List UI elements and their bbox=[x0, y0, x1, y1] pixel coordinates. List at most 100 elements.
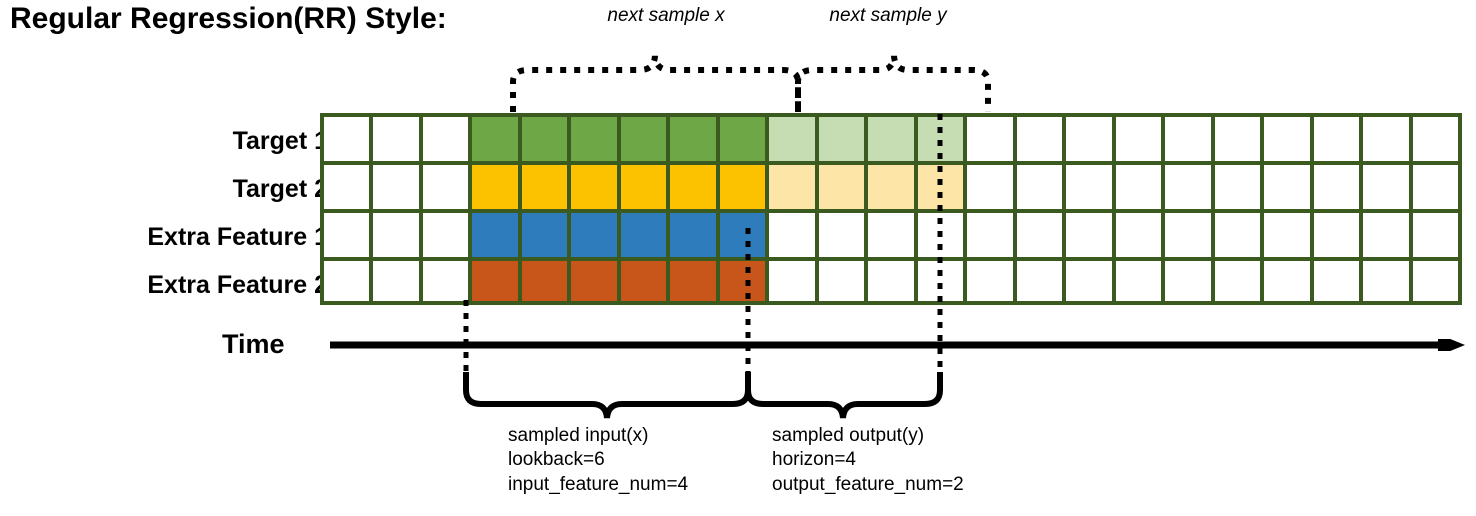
grid-cell-empty bbox=[1363, 261, 1409, 301]
grid-cell-empty bbox=[868, 261, 914, 301]
grid-cell-empty bbox=[324, 165, 370, 209]
grid-cell-empty bbox=[1066, 117, 1112, 161]
grid-cell-empty bbox=[373, 117, 419, 161]
grid-cell-input bbox=[571, 117, 617, 161]
grid-cell-empty bbox=[1165, 261, 1211, 301]
caption-input-line-1: sampled input(x) bbox=[508, 425, 649, 446]
grid-cell-empty bbox=[324, 213, 370, 257]
caption-sampled-output: sampled output(y) horizon=4 output_featu… bbox=[772, 424, 964, 497]
grid-cell-input bbox=[521, 213, 568, 257]
next-sample-y-label: next sample y bbox=[829, 5, 947, 26]
grid-cell-empty bbox=[422, 165, 469, 209]
grid-cell-empty bbox=[1412, 117, 1459, 161]
top-brace-next-sample-x bbox=[510, 55, 801, 112]
row-label-target-1: Target 1 bbox=[232, 127, 328, 155]
caption-output-line-3: output_feature_num=2 bbox=[772, 473, 964, 495]
grid-cell-empty bbox=[373, 213, 419, 257]
grid-cell-empty bbox=[373, 165, 419, 209]
timeseries-grid bbox=[320, 113, 1462, 305]
grid-cell-empty bbox=[1016, 117, 1063, 161]
grid-cell-empty bbox=[1412, 165, 1459, 209]
grid-row bbox=[320, 257, 1462, 305]
grid-cell-empty bbox=[1165, 117, 1211, 161]
grid-cell-input bbox=[571, 165, 617, 209]
grid-cell-empty bbox=[818, 213, 865, 257]
grid-cell-input bbox=[670, 261, 716, 301]
caption-sampled-input: sampled input(x) lookback=6 input_featur… bbox=[508, 424, 688, 497]
grid-row bbox=[320, 113, 1462, 161]
grid-cell-empty bbox=[1066, 261, 1112, 301]
grid-cell-output bbox=[769, 165, 815, 209]
bottom-brace-sampled-output bbox=[745, 372, 943, 419]
caption-input-line-3: input_feature_num=4 bbox=[508, 473, 689, 495]
grid-cell-empty bbox=[1066, 213, 1112, 257]
grid-cell-empty bbox=[1165, 213, 1211, 257]
grid-cell-empty bbox=[1363, 213, 1409, 257]
grid-cell-input bbox=[670, 165, 716, 209]
grid-cell-empty bbox=[1412, 261, 1459, 301]
grid-cell-input bbox=[670, 213, 716, 257]
grid-cell-empty bbox=[373, 261, 419, 301]
caption-output-line-1: sampled output(y) bbox=[772, 425, 925, 446]
grid-cell-input bbox=[719, 165, 766, 209]
grid-cell-input bbox=[472, 261, 518, 301]
grid-cell-empty bbox=[1115, 165, 1162, 209]
row-label-extra-feature-1: Extra Feature 1 bbox=[147, 223, 328, 251]
grid-cell-output bbox=[917, 117, 964, 161]
grid-cell-empty bbox=[769, 213, 815, 257]
grid-cell-input bbox=[620, 213, 667, 257]
grid-cell-empty bbox=[1016, 261, 1063, 301]
grid-cell-empty bbox=[967, 213, 1013, 257]
grid-cell-empty bbox=[1264, 213, 1310, 257]
grid-cell-empty bbox=[1115, 261, 1162, 301]
grid-cell-empty bbox=[1264, 117, 1310, 161]
grid-cell-empty bbox=[917, 213, 964, 257]
next-sample-x-label: next sample x bbox=[607, 5, 725, 26]
grid-cell-empty bbox=[422, 261, 469, 301]
grid-cell-input bbox=[719, 261, 766, 301]
grid-cell-input bbox=[620, 117, 667, 161]
grid-cell-empty bbox=[769, 261, 815, 301]
grid-cell-input bbox=[472, 117, 518, 161]
grid-cell-empty bbox=[967, 117, 1013, 161]
grid-cell-empty bbox=[1115, 213, 1162, 257]
grid-cell-input bbox=[521, 117, 568, 161]
grid-cell-empty bbox=[1264, 165, 1310, 209]
grid-cell-empty bbox=[422, 213, 469, 257]
grid-cell-empty bbox=[1313, 261, 1360, 301]
grid-cell-empty bbox=[818, 261, 865, 301]
grid-cell-input bbox=[472, 213, 518, 257]
grid-row bbox=[320, 161, 1462, 209]
page-title: Regular Regression(RR) Style: bbox=[10, 2, 447, 35]
grid-cell-empty bbox=[1313, 213, 1360, 257]
row-label-target-2: Target 2 bbox=[232, 175, 328, 203]
grid-cell-empty bbox=[868, 213, 914, 257]
grid-cell-empty bbox=[1412, 213, 1459, 257]
row-label-extra-feature-2: Extra Feature 2 bbox=[147, 271, 328, 299]
grid-cell-output bbox=[818, 165, 865, 209]
grid-cell-empty bbox=[1016, 213, 1063, 257]
grid-cell-input bbox=[571, 213, 617, 257]
grid-cell-empty bbox=[1214, 213, 1261, 257]
grid-cell-empty bbox=[967, 165, 1013, 209]
grid-cell-output bbox=[818, 117, 865, 161]
grid-cell-output bbox=[868, 117, 914, 161]
grid-cell-empty bbox=[1363, 165, 1409, 209]
grid-cell-empty bbox=[1115, 117, 1162, 161]
grid-cell-empty bbox=[917, 261, 964, 301]
grid-cell-output bbox=[868, 165, 914, 209]
grid-cell-empty bbox=[1214, 165, 1261, 209]
grid-cell-empty bbox=[1165, 165, 1211, 209]
grid-cell-empty bbox=[1016, 165, 1063, 209]
grid-cell-input bbox=[719, 117, 766, 161]
grid-cell-input bbox=[620, 165, 667, 209]
grid-row bbox=[320, 209, 1462, 257]
grid-cell-input bbox=[620, 261, 667, 301]
bottom-brace-sampled-input bbox=[463, 372, 751, 419]
grid-cell-empty bbox=[1066, 165, 1112, 209]
grid-cell-empty bbox=[1313, 117, 1360, 161]
time-axis-label: Time bbox=[222, 329, 285, 359]
grid-cell-empty bbox=[1363, 117, 1409, 161]
grid-cell-empty bbox=[1313, 165, 1360, 209]
